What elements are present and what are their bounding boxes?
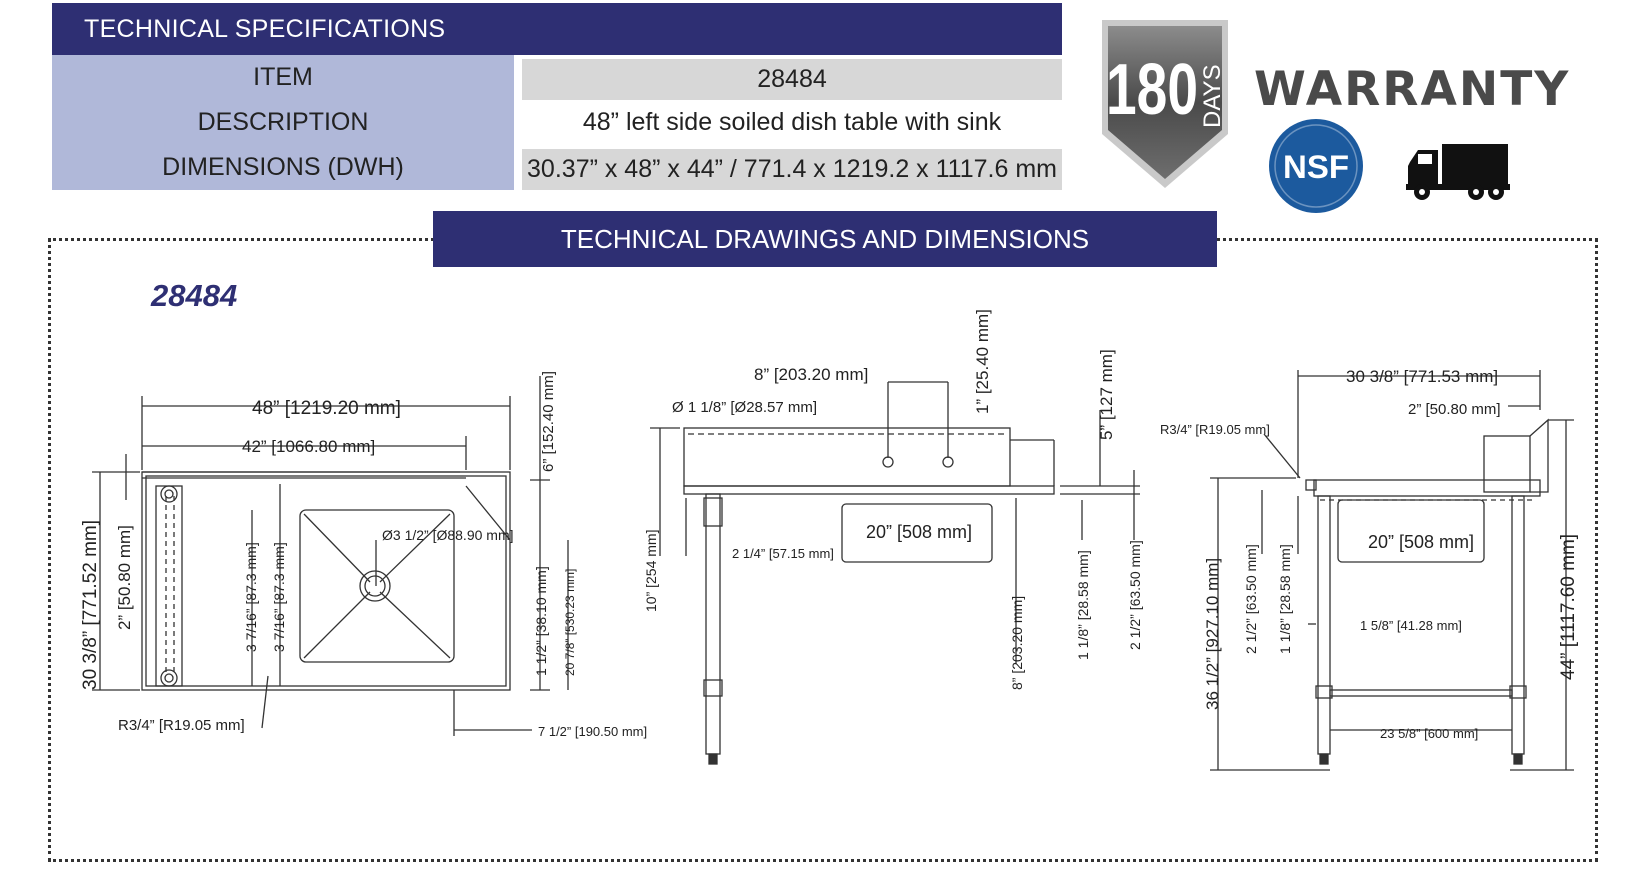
spec-label: DIMENSIONS (DWH): [52, 145, 514, 190]
dim-label: 1 1/8” [28.58 mm]: [1075, 550, 1091, 660]
dim-label: 48” [1219.20 mm]: [252, 398, 401, 419]
days-word: DAYS: [1199, 64, 1226, 128]
spec-value: 48” left side soiled dish table with sin…: [582, 108, 1002, 136]
spec-row-dimensions: DIMENSIONS (DWH) 30.37” x 48” x 44” / 77…: [52, 145, 1062, 190]
warranty-label: WARRANTY: [1254, 62, 1571, 117]
dim-label: 3 7/16” [87.3 mm]: [271, 542, 287, 652]
spec-row-description: DESCRIPTION 48” left side soiled dish ta…: [52, 100, 1062, 145]
dim-label: 8” [203.20 mm]: [1009, 596, 1025, 690]
dim-label: 42” [1066.80 mm]: [242, 437, 375, 456]
nsf-logo: NSF: [1269, 119, 1363, 213]
specifications-header: TECHNICAL SPECIFICATIONS: [52, 3, 1062, 55]
dim-label: 20” [508 mm]: [1368, 532, 1474, 552]
dim-label: 20 7/8” [530.23 mm]: [563, 569, 577, 676]
dim-label: 1 1/2” [38.10 mm]: [533, 566, 549, 676]
spec-label: ITEM: [52, 55, 514, 100]
dim-label: 30 3/8” [771.52 mm]: [80, 520, 101, 690]
dim-label: 23 5/8” [600 mm]: [1380, 726, 1478, 741]
dim-label: 36 1/2” [927.10 mm]: [1203, 558, 1222, 710]
dim-label: 6” [152.40 mm]: [540, 371, 557, 472]
dim-label: 30 3/8” [771.53 mm]: [1346, 367, 1498, 386]
nsf-text: NSF: [1283, 149, 1349, 185]
drawings-header: TECHNICAL DRAWINGS AND DIMENSIONS: [433, 211, 1217, 267]
delivery-truck-icon: [1406, 144, 1510, 200]
dim-label: 1 1/8” [28.58 mm]: [1277, 544, 1293, 654]
dim-label: 10” [254 mm]: [643, 530, 659, 612]
dim-label: 8” [203.20 mm]: [754, 365, 868, 384]
dim-label: R3/4” [R19.05 mm]: [1160, 422, 1270, 437]
dim-label: Ø 1 1/8” [Ø28.57 mm]: [672, 399, 817, 416]
spec-value: 28484: [522, 59, 1062, 100]
top-view-drawing: [92, 376, 569, 736]
spec-value: 30.37” x 48” x 44” / 771.4 x 1219.2 x 11…: [522, 149, 1062, 190]
specifications-table: TECHNICAL SPECIFICATIONS ITEM 28484 DESC…: [52, 3, 1062, 190]
dim-label: 44” [1117.60 mm]: [1558, 534, 1579, 680]
dim-label: 2” [50.80 mm]: [115, 525, 134, 630]
dim-label: 1” [25.40 mm]: [973, 309, 992, 414]
days-number: 180: [1106, 50, 1198, 130]
warranty-180-days-badge: 180 DAYS: [1102, 20, 1228, 188]
dim-label: 3 7/16” [87.3 mm]: [243, 542, 259, 652]
dim-label: 2 1/4” [57.15 mm]: [732, 546, 834, 561]
model-number: 28484: [151, 278, 238, 313]
dim-label: 2 1/2” [63.50 mm]: [1243, 544, 1259, 654]
side-view-drawing: [1210, 370, 1574, 771]
spec-label: DESCRIPTION: [52, 100, 514, 145]
dim-label: 1 5/8” [41.28 mm]: [1360, 618, 1462, 633]
dim-label: 5” [127 mm]: [1097, 349, 1116, 440]
dim-label: 20” [508 mm]: [866, 522, 972, 542]
dim-label: 7 1/2” [190.50 mm]: [538, 724, 647, 739]
dim-label: Ø3 1/2” [Ø88.90 mm]: [382, 527, 514, 543]
dim-label: 2” [50.80 mm]: [1408, 401, 1501, 418]
front-view-drawing: [650, 381, 1140, 765]
dim-label: 2 1/2” [63.50 mm]: [1127, 540, 1143, 650]
spec-row-item: ITEM 28484: [52, 55, 1062, 100]
dim-label: R3/4” [R19.05 mm]: [118, 717, 245, 734]
